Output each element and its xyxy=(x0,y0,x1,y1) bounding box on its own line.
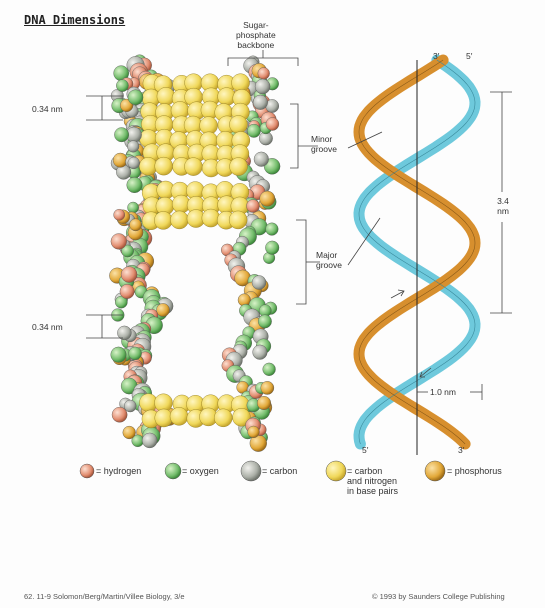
backbone-atom xyxy=(265,241,279,255)
base-pair-atom xyxy=(170,407,188,425)
backbone-atom xyxy=(142,433,157,448)
label-line: phosphate xyxy=(236,30,276,40)
backbone-atom xyxy=(258,315,271,328)
label-line: nm xyxy=(494,206,512,216)
base-spacing-bottom-label: 0.34 nm xyxy=(32,322,63,332)
label-line: Major xyxy=(316,250,342,260)
backbone-atom xyxy=(253,95,268,110)
backbone-atom xyxy=(124,400,136,412)
backbone-atom xyxy=(111,347,127,363)
backbone-atom xyxy=(247,200,260,213)
backbone-atom xyxy=(254,152,269,167)
strand-end-3prime-top: 3′ xyxy=(433,51,439,61)
backbone-atom xyxy=(252,276,266,290)
backbone-atom xyxy=(128,157,140,169)
base-pair-atom xyxy=(230,158,248,176)
label-line: groove xyxy=(311,144,337,154)
backbone-atom xyxy=(266,223,279,236)
backbone-atom xyxy=(261,381,274,394)
backbone-atom xyxy=(114,128,128,142)
base-pair-atom xyxy=(229,115,247,133)
backbone-atom xyxy=(260,191,275,206)
backbone-atom xyxy=(130,219,142,231)
backbone-atom xyxy=(127,177,143,193)
base-pair-atom xyxy=(155,157,173,175)
backbone-atom xyxy=(112,407,127,422)
backbone-atom xyxy=(116,80,128,92)
backbone-atom xyxy=(156,303,169,316)
strand-end-5prime-top: 5′ xyxy=(466,51,472,61)
base-pair-atom xyxy=(154,211,172,229)
legend-label: = hydrogen xyxy=(96,466,141,476)
backbone-atom xyxy=(123,426,136,439)
base-pair-atom xyxy=(229,211,247,229)
legend-label: = phosphorus xyxy=(447,466,502,476)
base-pair-atom xyxy=(232,74,250,92)
base-spacing-top-label: 0.34 nm xyxy=(32,104,63,114)
backbone-atom xyxy=(121,267,137,283)
backbone-atom xyxy=(257,396,271,410)
backbone-atom xyxy=(128,90,143,105)
footer-citation: 62. 11-9 Solomon/Berg/Martin/Villee Biol… xyxy=(24,592,185,601)
backbone-atom xyxy=(248,426,260,438)
backbone-atom xyxy=(120,284,134,298)
strand-end-3prime-bottom: 3′ xyxy=(458,445,464,455)
strand-end-5prime-bottom: 5′ xyxy=(362,445,368,455)
backbone-atom xyxy=(247,124,260,137)
helix-pitch-label: 3.4 nm xyxy=(494,196,512,216)
base-pair-atom xyxy=(214,409,232,427)
base-pair-atom xyxy=(184,158,202,176)
label-line: backbone xyxy=(236,40,276,50)
legend-label: = carbon and nitrogen in base pairs xyxy=(347,466,398,496)
backbone-atom xyxy=(255,79,270,94)
backbone-atom xyxy=(253,345,268,360)
backbone-atom xyxy=(258,68,270,80)
figure-title: DNA Dimensions xyxy=(24,13,125,27)
base-pair-atom xyxy=(202,209,220,227)
label-line: Sugar- xyxy=(236,20,276,30)
backbone-atom xyxy=(266,118,279,131)
label-line: Minor xyxy=(311,134,337,144)
major-groove-label: Major groove xyxy=(316,250,342,270)
base-pair-atom xyxy=(170,211,188,229)
backbone-atom xyxy=(111,234,127,250)
minor-groove-label: Minor groove xyxy=(311,134,337,154)
legend-label: = oxygen xyxy=(182,466,219,476)
footer-copyright: © 1993 by Saunders College Publishing xyxy=(372,592,505,601)
legend-label: = carbon xyxy=(262,466,297,476)
backbone-atom xyxy=(127,141,139,153)
sugar-phosphate-backbone-label: Sugar- phosphate backbone xyxy=(236,20,276,50)
backbone-atom xyxy=(114,209,125,220)
backbone-atom xyxy=(128,202,139,213)
label-line: 3.4 xyxy=(494,196,512,206)
backbone-atom xyxy=(129,347,142,360)
label-line: groove xyxy=(316,260,342,270)
space-filling-model xyxy=(109,55,280,452)
backbone-atom xyxy=(263,363,276,376)
helix-width-label: 1.0 nm xyxy=(430,387,456,397)
backbone-atom xyxy=(113,153,127,167)
